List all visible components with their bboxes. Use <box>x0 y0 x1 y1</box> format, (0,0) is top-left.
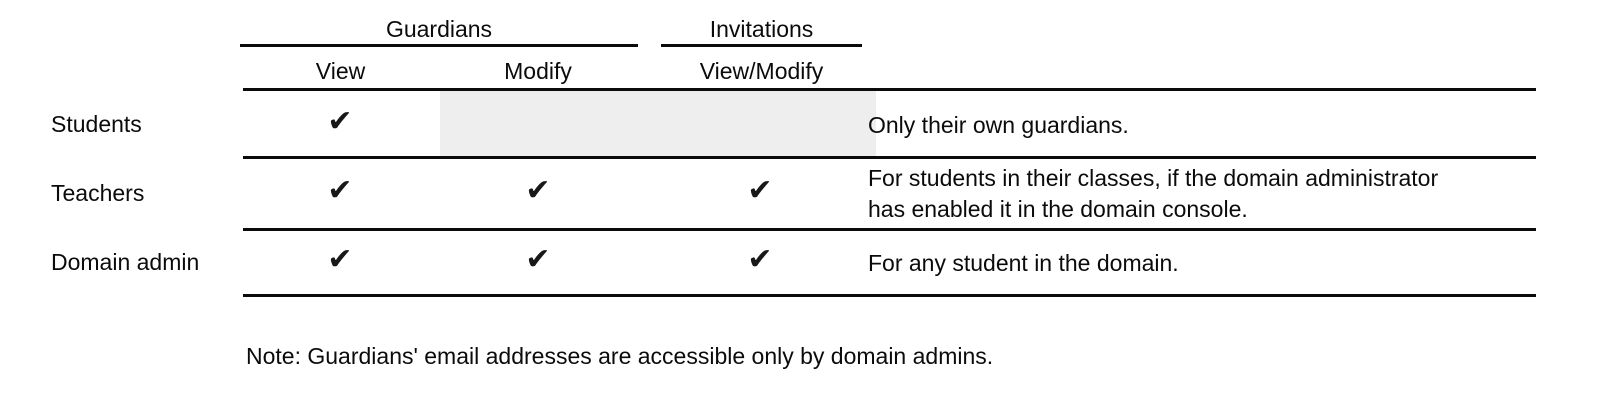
column-group-invitations: Invitations <box>709 16 814 42</box>
rule-under-teachers-row <box>243 228 1536 231</box>
note-teachers-line-2: has enabled it in the domain console. <box>868 196 1248 222</box>
table-footnote: Note: Guardians' email addresses are acc… <box>246 343 994 369</box>
column-header-view: View <box>315 58 366 84</box>
column-header-row: View Modify View/Modify <box>0 56 1600 86</box>
column-group-header-row: Guardians Invitations <box>0 14 1600 46</box>
rule-under-invitations-group <box>661 44 862 47</box>
checkmark-icon-domain-admin-modify: ✔ <box>525 242 551 277</box>
note-students: Only their own guardians. <box>868 110 1518 141</box>
rule-header-bottom <box>243 88 1536 91</box>
checkmark-icon-domain-admin-view: ✔ <box>327 242 353 277</box>
column-group-guardians: Guardians <box>385 16 493 42</box>
checkmark-icon-teachers-modify: ✔ <box>525 173 551 208</box>
note-students-line-1: Only their own guardians. <box>868 112 1129 138</box>
note-domain-admin: For any student in the domain. <box>868 248 1518 279</box>
note-teachers-line-1: For students in their classes, if the do… <box>868 165 1439 191</box>
row-header-students: Students <box>51 111 142 137</box>
row-header-domain-admin: Domain admin <box>51 249 200 275</box>
column-header-view-modify: View/Modify <box>699 58 824 84</box>
rule-table-bottom <box>243 294 1536 297</box>
checkmark-icon-teachers-view: ✔ <box>327 173 353 208</box>
checkmark-icon-teachers-view-modify: ✔ <box>747 173 773 208</box>
note-teachers: For students in their classes, if the do… <box>868 163 1518 225</box>
checkmark-icon-students-view: ✔ <box>327 104 353 139</box>
rule-under-students-row <box>243 156 1536 159</box>
rule-under-guardians-group <box>240 44 638 47</box>
cell-shaded-students-modify <box>440 91 876 156</box>
column-header-modify: Modify <box>504 58 572 84</box>
note-domain-admin-line-1: For any student in the domain. <box>868 250 1179 276</box>
row-header-teachers: Teachers <box>51 180 145 206</box>
checkmark-icon-domain-admin-view-modify: ✔ <box>747 242 773 277</box>
